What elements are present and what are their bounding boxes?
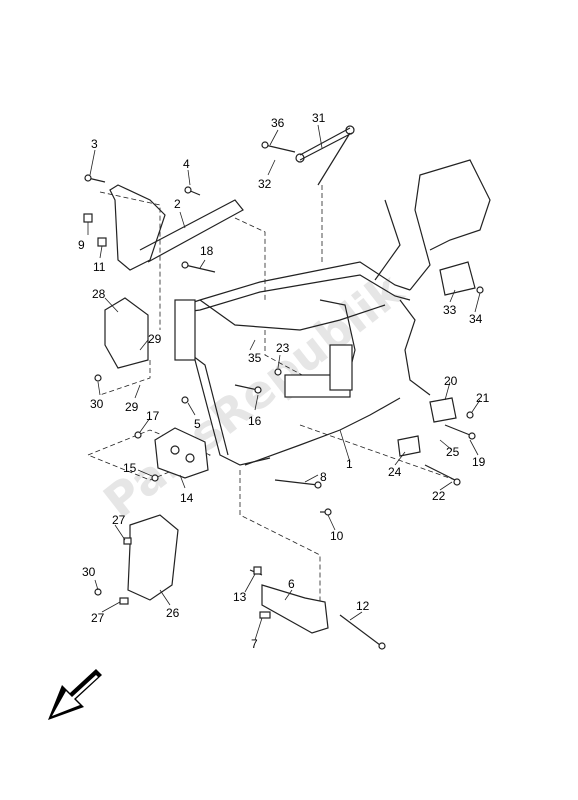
callout-30a: 30 (90, 397, 104, 411)
callout-35: 34 (469, 312, 483, 326)
callout-8: 8 (320, 470, 327, 484)
callout-25: 25 (446, 445, 460, 459)
side-cover-26 (127, 514, 179, 601)
callout-24: 24 (388, 465, 402, 479)
callout-1: 1 (346, 457, 353, 471)
callout-16: 16 (248, 414, 262, 428)
callout-23: 23 (276, 341, 290, 355)
callout-22: 22 (432, 489, 446, 503)
bracket-34 (439, 261, 476, 296)
callout-9: 9 (78, 238, 85, 252)
side-cover-28 (104, 297, 149, 369)
callout-27a: 27 (112, 513, 126, 527)
watermark: PartsRepublik (94, 262, 414, 529)
callout-28: 28 (92, 287, 106, 301)
callout-26: 26 (166, 606, 180, 620)
callout-20: 20 (444, 374, 458, 388)
callout-17: 17 (146, 409, 160, 423)
upper-bracket (109, 184, 244, 271)
callout-30b: 30 (82, 565, 96, 579)
callout-18: 18 (200, 244, 214, 258)
callout-labels: 3 4 2 36 31 32 9 11 18 28 29 30 29 35 23… (78, 111, 490, 651)
callout-10: 10 (330, 529, 344, 543)
callout-27b: 27 (91, 611, 105, 625)
front-arrow-icon (48, 669, 102, 720)
leader-lines (87, 124, 481, 641)
callout-15: 15 (123, 461, 137, 475)
callout-6: 6 (288, 577, 295, 591)
callout-12: 12 (356, 599, 370, 613)
callout-21: 21 (476, 391, 490, 405)
bracket-20-24 (397, 397, 457, 457)
callout-36: 35 (248, 351, 262, 365)
callout-7: 7 (251, 637, 258, 651)
callout-2: 2 (174, 197, 181, 211)
callout-11: 11 (93, 260, 106, 274)
callout-5: 5 (194, 417, 201, 431)
callout-29b: 29 (125, 400, 139, 414)
callout-19: 19 (472, 455, 486, 469)
callout-4: 4 (183, 157, 190, 171)
callout-34: 33 (443, 303, 457, 317)
callout-13: 13 (233, 590, 247, 604)
engine-mount-plate-14 (154, 427, 209, 479)
callout-31: 31 (312, 111, 326, 125)
callout-33: 36 (271, 116, 285, 130)
callout-29a: 29 (148, 332, 162, 346)
callout-32: 32 (258, 177, 272, 191)
bolts (83, 141, 484, 650)
bracket-31 (295, 125, 355, 186)
callout-3: 3 (91, 137, 98, 151)
callout-14: 14 (180, 491, 194, 505)
